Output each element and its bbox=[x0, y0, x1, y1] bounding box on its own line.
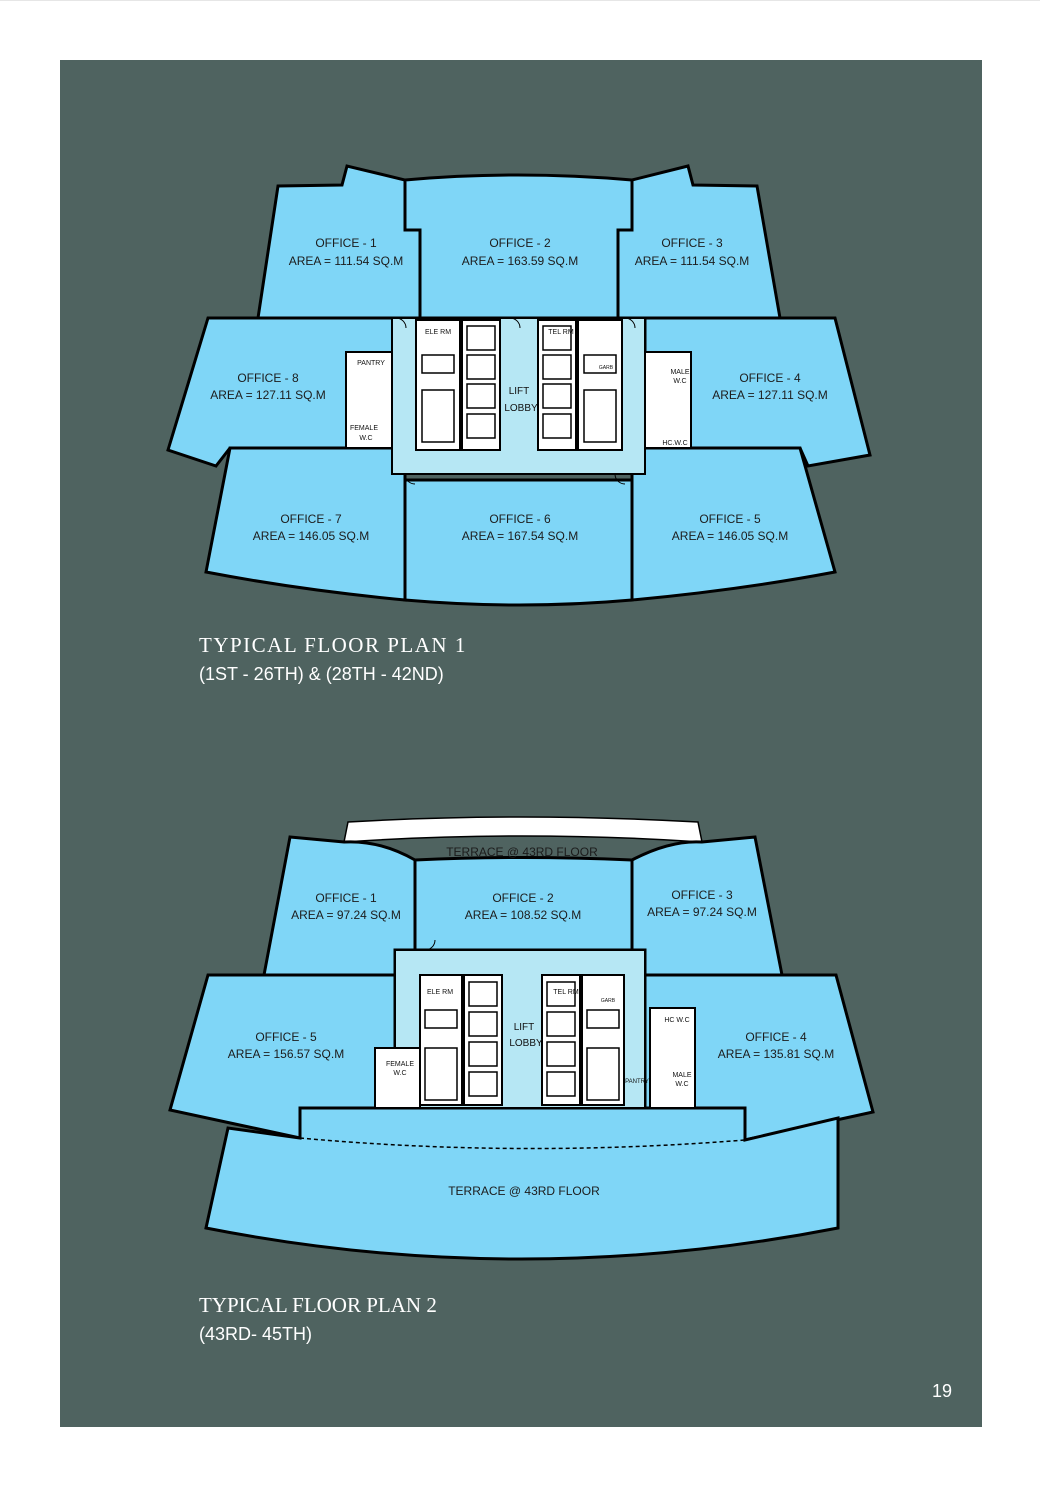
plan2-office-4-name: OFFICE - 4 bbox=[745, 1030, 807, 1044]
plan1-office-5-shape bbox=[630, 446, 837, 602]
plan1-male-wc bbox=[644, 351, 692, 449]
plan1-office-5-name: OFFICE - 5 bbox=[699, 512, 761, 526]
plan2-office-1-shape bbox=[262, 835, 417, 977]
plan2-male-wc bbox=[649, 1007, 696, 1109]
plan2-office-1-name: OFFICE - 1 bbox=[315, 891, 377, 905]
plan2-terrace-bottom-label: TERRACE @ 43RD FLOOR bbox=[448, 1184, 600, 1198]
plan1-hc-wc: HC.W.C bbox=[662, 440, 687, 447]
plan1-male-label-2: W.C bbox=[673, 378, 686, 385]
plan2-hc-wc: HC W.C bbox=[664, 1017, 689, 1024]
plan1-garb: GARB bbox=[599, 365, 614, 371]
plan2-stair-left bbox=[419, 974, 463, 1106]
plan2-office-2-area: AREA = 108.52 SQ.M bbox=[465, 908, 581, 922]
plan1-office-3-area: AREA = 111.54 SQ.M bbox=[635, 254, 750, 268]
plan1-office-8-name: OFFICE - 8 bbox=[237, 371, 299, 385]
plan1-office-2-area: AREA = 163.59 SQ.M bbox=[462, 254, 578, 268]
plan2-female-wc bbox=[374, 1047, 421, 1109]
plan1-office-1-area: AREA = 111.54 SQ.M bbox=[289, 254, 404, 268]
plan1-office-8-area: AREA = 127.11 SQ.M bbox=[210, 388, 326, 402]
plan2-terrace-top-shape bbox=[343, 816, 703, 843]
plan1-female-label-1: FEMALE bbox=[350, 425, 378, 432]
plan2-lift-label-2: LOBBY bbox=[509, 1038, 543, 1049]
plan1-tel-rm: TEL RM bbox=[548, 329, 574, 336]
plan1-office-7-name: OFFICE - 7 bbox=[280, 512, 342, 526]
plan1-office-3-name: OFFICE - 3 bbox=[661, 236, 723, 250]
plan1-office-6-area: AREA = 167.54 SQ.M bbox=[462, 529, 578, 543]
plan1-lift-shaft-left bbox=[461, 319, 501, 451]
plan2-pantry: PANTRY bbox=[625, 1079, 649, 1085]
plan2-lift-label-1: LIFT bbox=[514, 1022, 535, 1033]
plan2-office-3-area: AREA = 97.24 SQ.M bbox=[647, 905, 757, 919]
plan1-female-wc bbox=[345, 351, 393, 449]
plan2-title: TYPICAL FLOOR PLAN 2 bbox=[199, 1293, 437, 1317]
plan2-ele-rm: ELE RM bbox=[427, 989, 453, 996]
plan1-lift-label-2: LOBBY bbox=[504, 403, 538, 414]
plan2-subtitle: (43RD- 45TH) bbox=[199, 1324, 313, 1344]
plan1-lift-shaft-right bbox=[537, 319, 577, 451]
plan2-male-label-2: W.C bbox=[675, 1081, 688, 1088]
plan2-office-2-name: OFFICE - 2 bbox=[492, 891, 554, 905]
plan2-female-label-1: FEMALE bbox=[386, 1061, 414, 1068]
page-number: 19 bbox=[932, 1381, 953, 1401]
plan1-office-6-shape bbox=[403, 478, 634, 607]
plan1-office-5-area: AREA = 146.05 SQ.M bbox=[672, 529, 788, 543]
plan1-pantry: PANTRY bbox=[357, 360, 385, 367]
plan2-office-4-area: AREA = 135.81 SQ.M bbox=[718, 1047, 834, 1061]
plan2-tel-rm: TEL RM bbox=[553, 989, 579, 996]
plan1-office-2-name: OFFICE - 2 bbox=[489, 236, 551, 250]
plan2-male-label-1: MALE bbox=[672, 1072, 691, 1079]
plan2-office-1-area: AREA = 97.24 SQ.M bbox=[291, 908, 401, 922]
plan2-office-5-area: AREA = 156.57 SQ.M bbox=[228, 1047, 344, 1061]
plan2-stair-right bbox=[581, 974, 625, 1106]
plan1-male-label-1: MALE bbox=[670, 369, 689, 376]
plan2-office-3-name: OFFICE - 3 bbox=[671, 888, 733, 902]
plan2-female-label-2: W.C bbox=[393, 1070, 406, 1077]
plan2-terrace-top-label: TERRACE @ 43RD FLOOR bbox=[446, 845, 598, 859]
plan1-female-label-2: W.C bbox=[359, 435, 372, 442]
plan1-subtitle: (1ST - 26TH) & (28TH - 42ND) bbox=[199, 664, 444, 684]
plan1-office-7-area: AREA = 146.05 SQ.M bbox=[253, 529, 369, 543]
plan1-office-4-area: AREA = 127.11 SQ.M bbox=[712, 388, 828, 402]
plan1-office-4-name: OFFICE - 4 bbox=[739, 371, 801, 385]
plan2-terrace-bottom-shape bbox=[204, 1106, 840, 1261]
plan1-stair-right bbox=[577, 319, 623, 451]
plan1-title: TYPICAL FLOOR PLAN 1 bbox=[199, 633, 467, 657]
plan2-lift-shaft-left bbox=[463, 974, 503, 1106]
plan2-lift-shaft-right bbox=[541, 974, 581, 1106]
plan1-office-6-name: OFFICE - 6 bbox=[489, 512, 551, 526]
plan2-office-5-name: OFFICE - 5 bbox=[255, 1030, 317, 1044]
plan1-stair-left bbox=[415, 319, 461, 451]
plan2-garb: GARB bbox=[601, 998, 616, 1004]
page-top-rule bbox=[0, 0, 1040, 1]
plan1-office-1-name: OFFICE - 1 bbox=[315, 236, 377, 250]
plan1-ele-rm: ELE RM bbox=[425, 329, 451, 336]
plan1-lift-label-1: LIFT bbox=[509, 386, 530, 397]
